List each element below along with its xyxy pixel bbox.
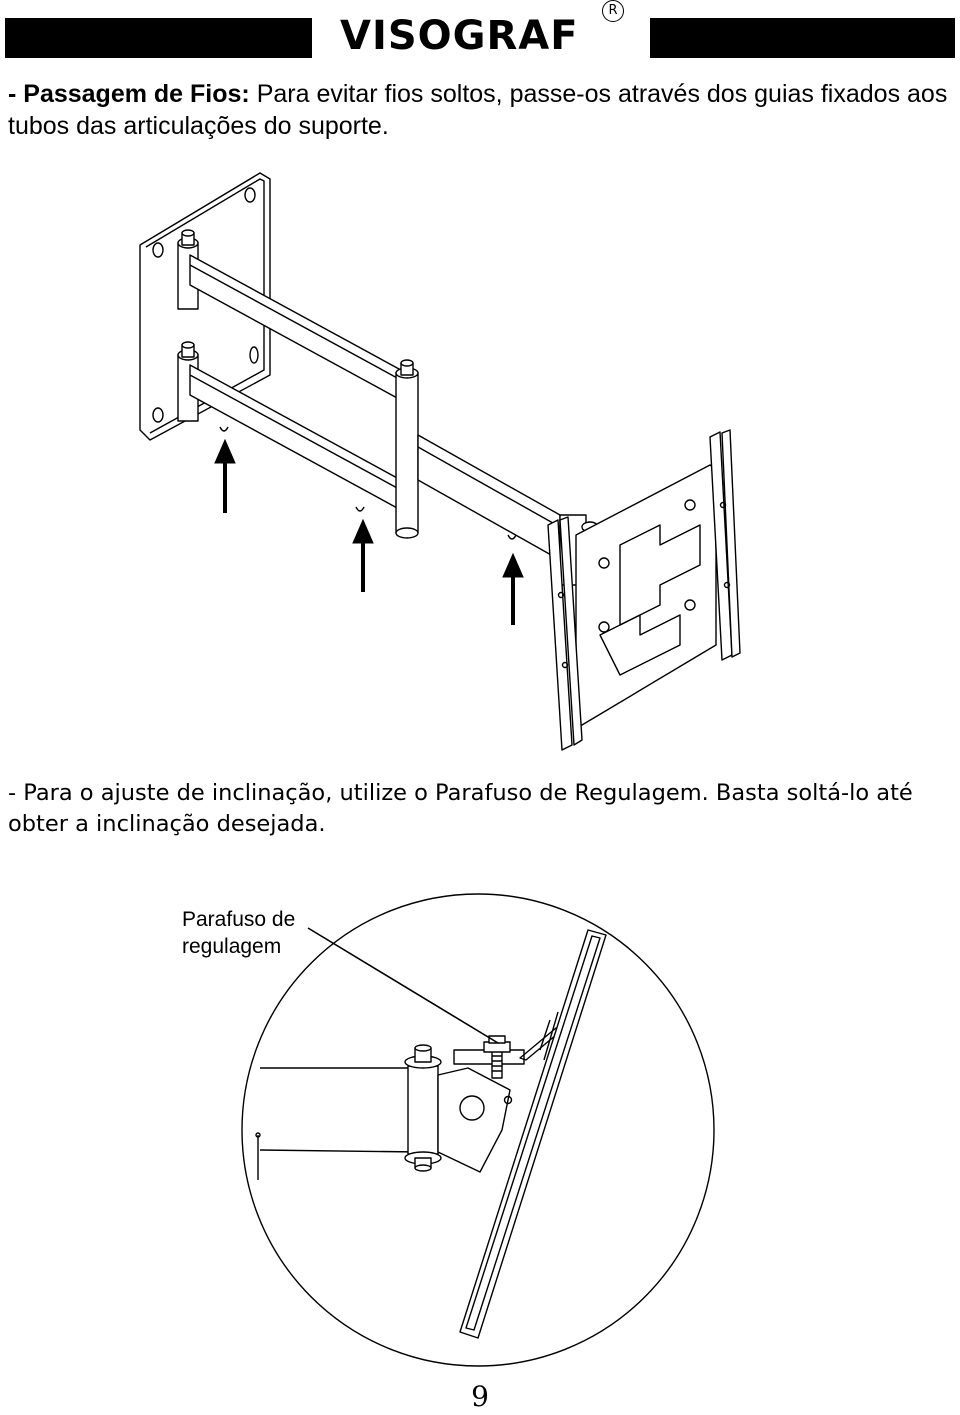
brand-logo: VISOGRAF bbox=[340, 13, 579, 59]
wall-mount-arm-illustration bbox=[139, 172, 741, 751]
tilt-screw-detail-illustration bbox=[241, 893, 715, 1367]
page-header: VISOGRAF R bbox=[0, 0, 960, 62]
wire-routing-paragraph: - Passagem de Fios: Para evitar fios sol… bbox=[8, 78, 953, 142]
label-line-1: Parafuso de bbox=[182, 908, 296, 931]
header-bar-right bbox=[650, 18, 955, 58]
header-bar-left bbox=[5, 18, 312, 58]
wire-routing-lead: - Passagem de Fios: bbox=[8, 80, 250, 108]
adjustment-screw-label: Parafuso de regulagem bbox=[182, 906, 295, 960]
registered-mark-icon: R bbox=[602, 0, 624, 22]
wire-routing-text: Para evitar fios soltos, passe-os atravé… bbox=[8, 80, 948, 140]
tilt-adjustment-paragraph: - Para o ajuste de inclinação, utilize o… bbox=[8, 780, 913, 837]
page-number: 9 bbox=[471, 1380, 489, 1413]
label-line-2: regulagem bbox=[182, 935, 282, 958]
